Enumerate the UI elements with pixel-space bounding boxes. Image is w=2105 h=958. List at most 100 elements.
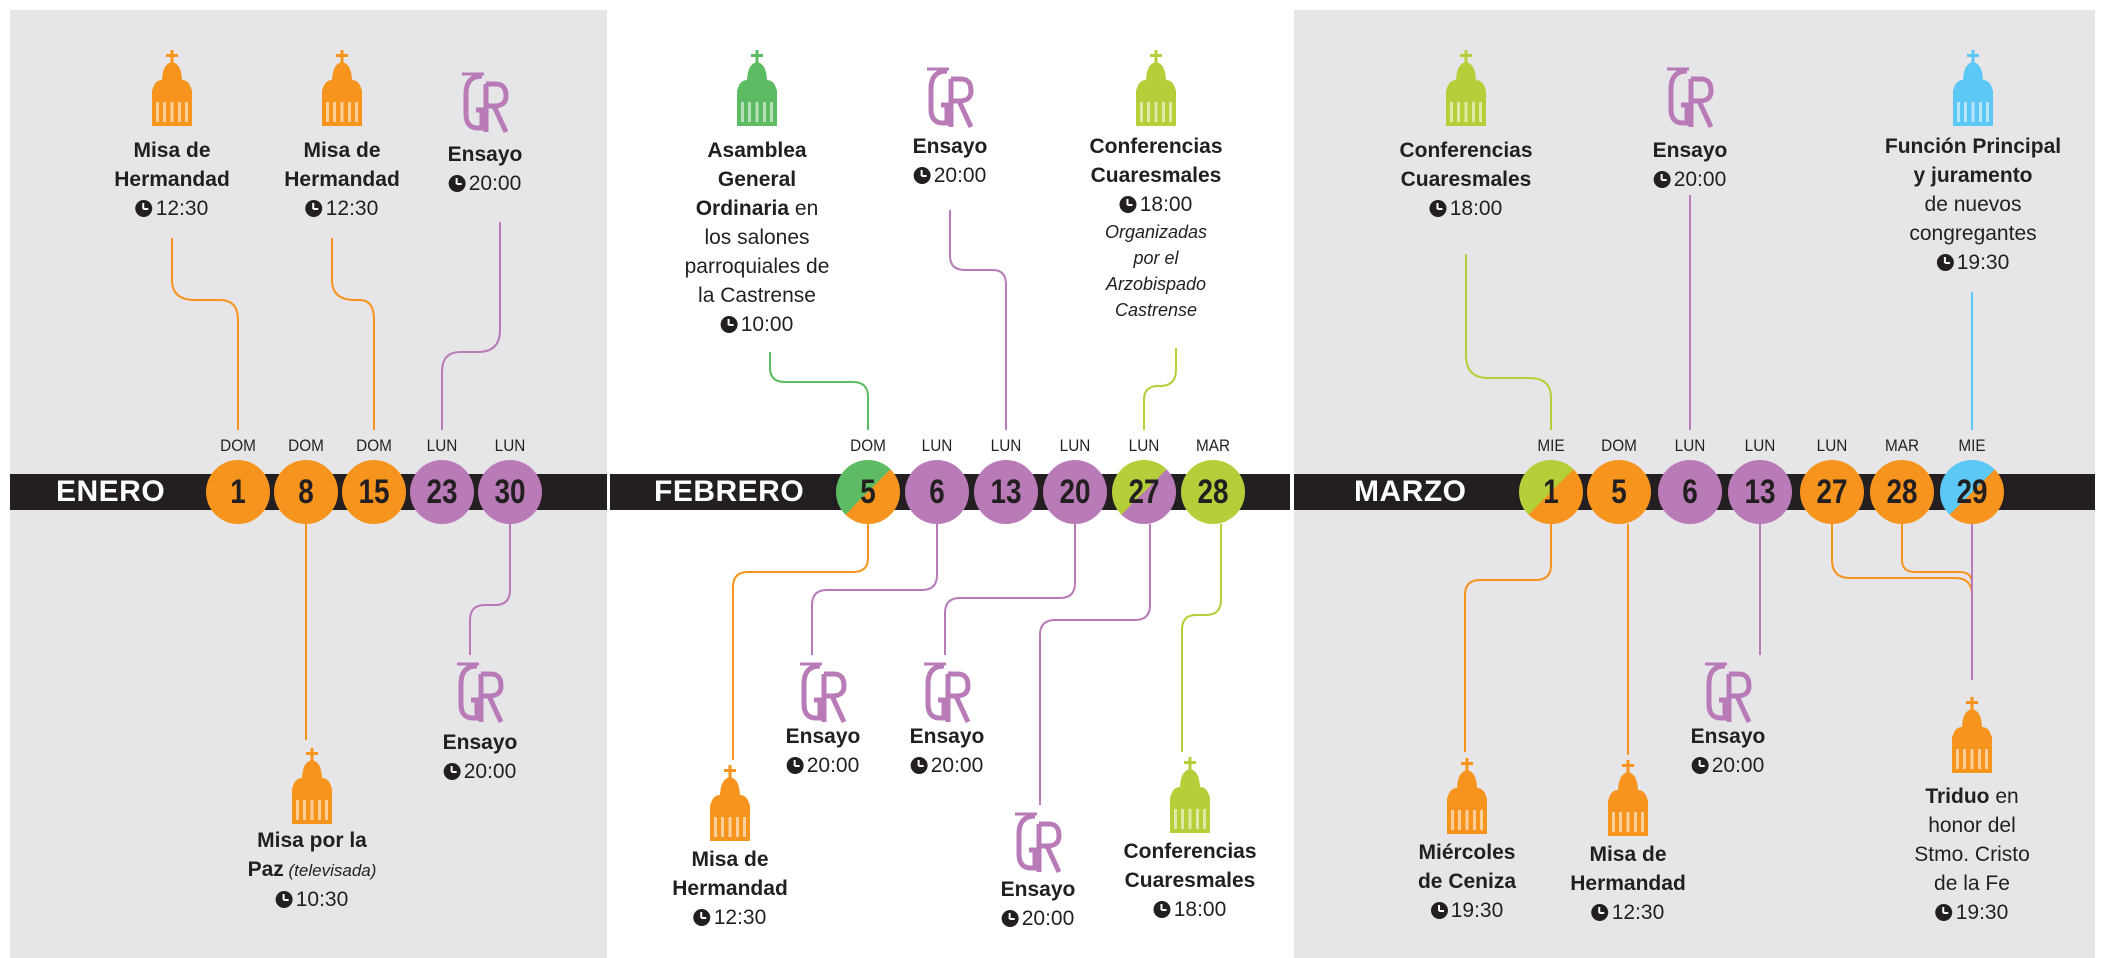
event-title-text: Ensayo (912, 135, 988, 158)
day-circle[interactable]: 30 (478, 460, 542, 524)
day-circle[interactable]: 8 (274, 460, 338, 524)
gr-monogram-icon (1665, 65, 1715, 134)
day-circle[interactable]: 20 (1043, 460, 1107, 524)
event-title-line: Ensayo (1653, 136, 1728, 165)
church-icon (288, 748, 336, 829)
clock-icon (1429, 200, 1447, 217)
day-number: 20 (1059, 473, 1091, 511)
church-icon (1949, 50, 1997, 131)
event-time-text: 20:00 (468, 172, 522, 195)
event-title-line: Triduo en (1914, 782, 2030, 811)
event-time-text: 18:00 (1449, 197, 1503, 220)
day-circle[interactable]: 15 (342, 460, 406, 524)
event-subnote: por el (1133, 248, 1179, 268)
event-title-line: honor del (1914, 811, 2030, 840)
event-title-text: Ensayo (1000, 878, 1076, 901)
connector-line (469, 524, 511, 655)
connector-line (1181, 524, 1222, 752)
event-time: 20:00 (913, 161, 988, 190)
clock-icon (786, 757, 804, 774)
connector-line (1039, 524, 1151, 805)
weekday-label: LUN (921, 436, 953, 455)
event-title-line: Conferencias (1399, 136, 1532, 165)
event-title-line: congregantes (1885, 219, 2061, 248)
church-icon (318, 50, 366, 131)
clock-icon (443, 763, 461, 780)
event-title-line: Hermandad (1570, 869, 1686, 898)
day-circle[interactable]: 6 (1658, 460, 1722, 524)
event-time: 20:00 (910, 751, 985, 780)
day-circle[interactable]: 1 (1519, 460, 1583, 524)
event-time-text: 19:30 (1956, 251, 2010, 274)
event-title-text: congregantes (1909, 222, 2037, 245)
event-title-text: General (717, 168, 797, 191)
event-e11: Ensayo 20:00 (910, 722, 985, 780)
event-title-line: Ensayo (913, 132, 988, 161)
event-time-text: 20:00 (1021, 907, 1075, 930)
day-circle[interactable]: 28 (1181, 460, 1245, 524)
event-time: 20:00 (1001, 904, 1076, 933)
event-title-text: Ensayo (909, 725, 985, 748)
event-title-line: de Ceniza (1418, 867, 1516, 896)
gr-monogram-icon (1703, 660, 1753, 729)
day-circle[interactable]: 28 (1870, 460, 1934, 524)
clock-icon (1936, 254, 1954, 271)
day-circle[interactable]: 5 (1587, 460, 1651, 524)
day-number: 5 (1611, 473, 1627, 511)
clock-icon (1653, 171, 1671, 188)
event-title-line: Conferencias (1089, 132, 1222, 161)
day-number: 1 (230, 473, 246, 511)
month-label-febrero: FEBRERO (654, 475, 805, 508)
day-circle[interactable]: 6 (905, 460, 969, 524)
event-title-text: Stmo. Cristo (1914, 843, 2030, 866)
event-e18: Misa de Hermandad 12:30 (1570, 840, 1686, 927)
event-time: 10:30 (248, 885, 377, 914)
event-time-text: 19:30 (1955, 901, 2009, 924)
connector-line (1464, 524, 1552, 752)
clock-icon (275, 891, 293, 908)
event-title-suffix: en (1989, 785, 2019, 808)
day-circle[interactable]: 5 (836, 460, 900, 524)
event-title-line: Cuaresmales (1399, 165, 1532, 194)
connector-line (1465, 254, 1552, 430)
day-circle[interactable]: 27 (1800, 460, 1864, 524)
event-title-text: Misa de (1589, 843, 1667, 866)
church-icon (1166, 757, 1214, 838)
day-circle[interactable]: 1 (206, 460, 270, 524)
day-circle[interactable]: 23 (410, 460, 474, 524)
gr-monogram-icon (925, 65, 975, 134)
event-title-line: General (685, 165, 830, 194)
weekday-label: LUN (1744, 436, 1776, 455)
event-time: 20:00 (1691, 751, 1766, 780)
day-circle[interactable]: 13 (1728, 460, 1792, 524)
event-time: 18:00 (1399, 194, 1532, 223)
day-circle[interactable]: 27 (1112, 460, 1176, 524)
day-number: 13 (1744, 473, 1776, 511)
day-circle[interactable]: 13 (974, 460, 1038, 524)
event-time-text: 20:00 (1711, 754, 1765, 777)
event-title-text: de nuevos (1924, 193, 2022, 216)
event-title-line: y juramento (1885, 161, 2061, 190)
weekday-label: MAR (1195, 436, 1231, 455)
event-title-text: Ordinaria (695, 197, 790, 220)
event-time: 20:00 (786, 751, 861, 780)
event-title-line: los salones (685, 223, 830, 252)
event-title-line: Hermandad (114, 165, 230, 194)
event-title-line: Miércoles (1418, 838, 1516, 867)
event-title-line: Misa de (1570, 840, 1686, 869)
day-circle[interactable]: 29 (1940, 460, 2004, 524)
gr-monogram-icon (922, 660, 972, 729)
connector-line (441, 222, 501, 430)
event-title-text: Cuaresmales (1124, 869, 1256, 892)
event-title-text: los salones (704, 226, 810, 249)
event-time-text: 12:30 (1611, 901, 1665, 924)
church-icon (1442, 50, 1490, 131)
month-label-enero: ENERO (56, 475, 166, 508)
connector-line (1143, 348, 1177, 430)
event-title-line: Cuaresmales (1089, 161, 1222, 190)
church-icon (1604, 760, 1652, 841)
event-note: (televisada) (283, 861, 377, 880)
